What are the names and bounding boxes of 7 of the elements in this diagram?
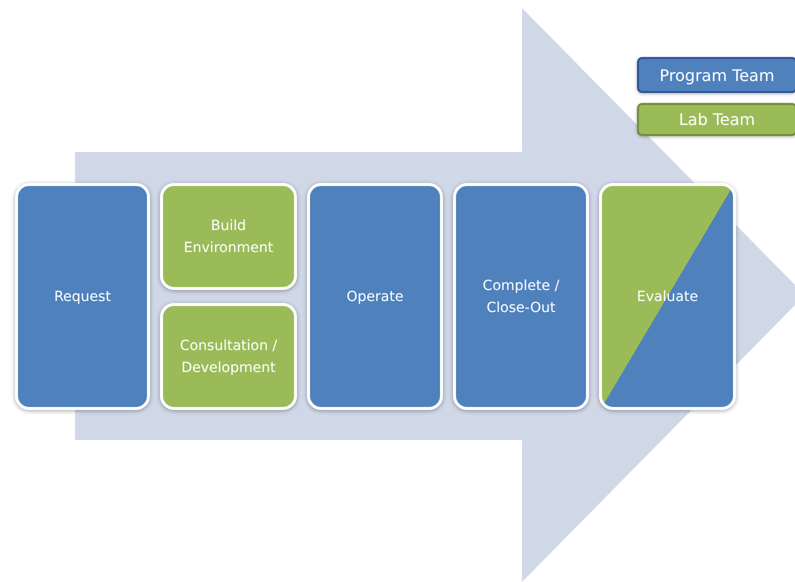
process-box: Request bbox=[15, 183, 150, 410]
process-box: Complete / Close-Out bbox=[453, 183, 589, 410]
legend-label: Lab Team bbox=[678, 110, 756, 129]
legend-label: Program Team bbox=[660, 66, 774, 84]
process-box: Operate bbox=[307, 183, 443, 410]
process-box: Build Environment bbox=[160, 183, 297, 290]
process-box: Consultation / Development bbox=[160, 303, 297, 410]
